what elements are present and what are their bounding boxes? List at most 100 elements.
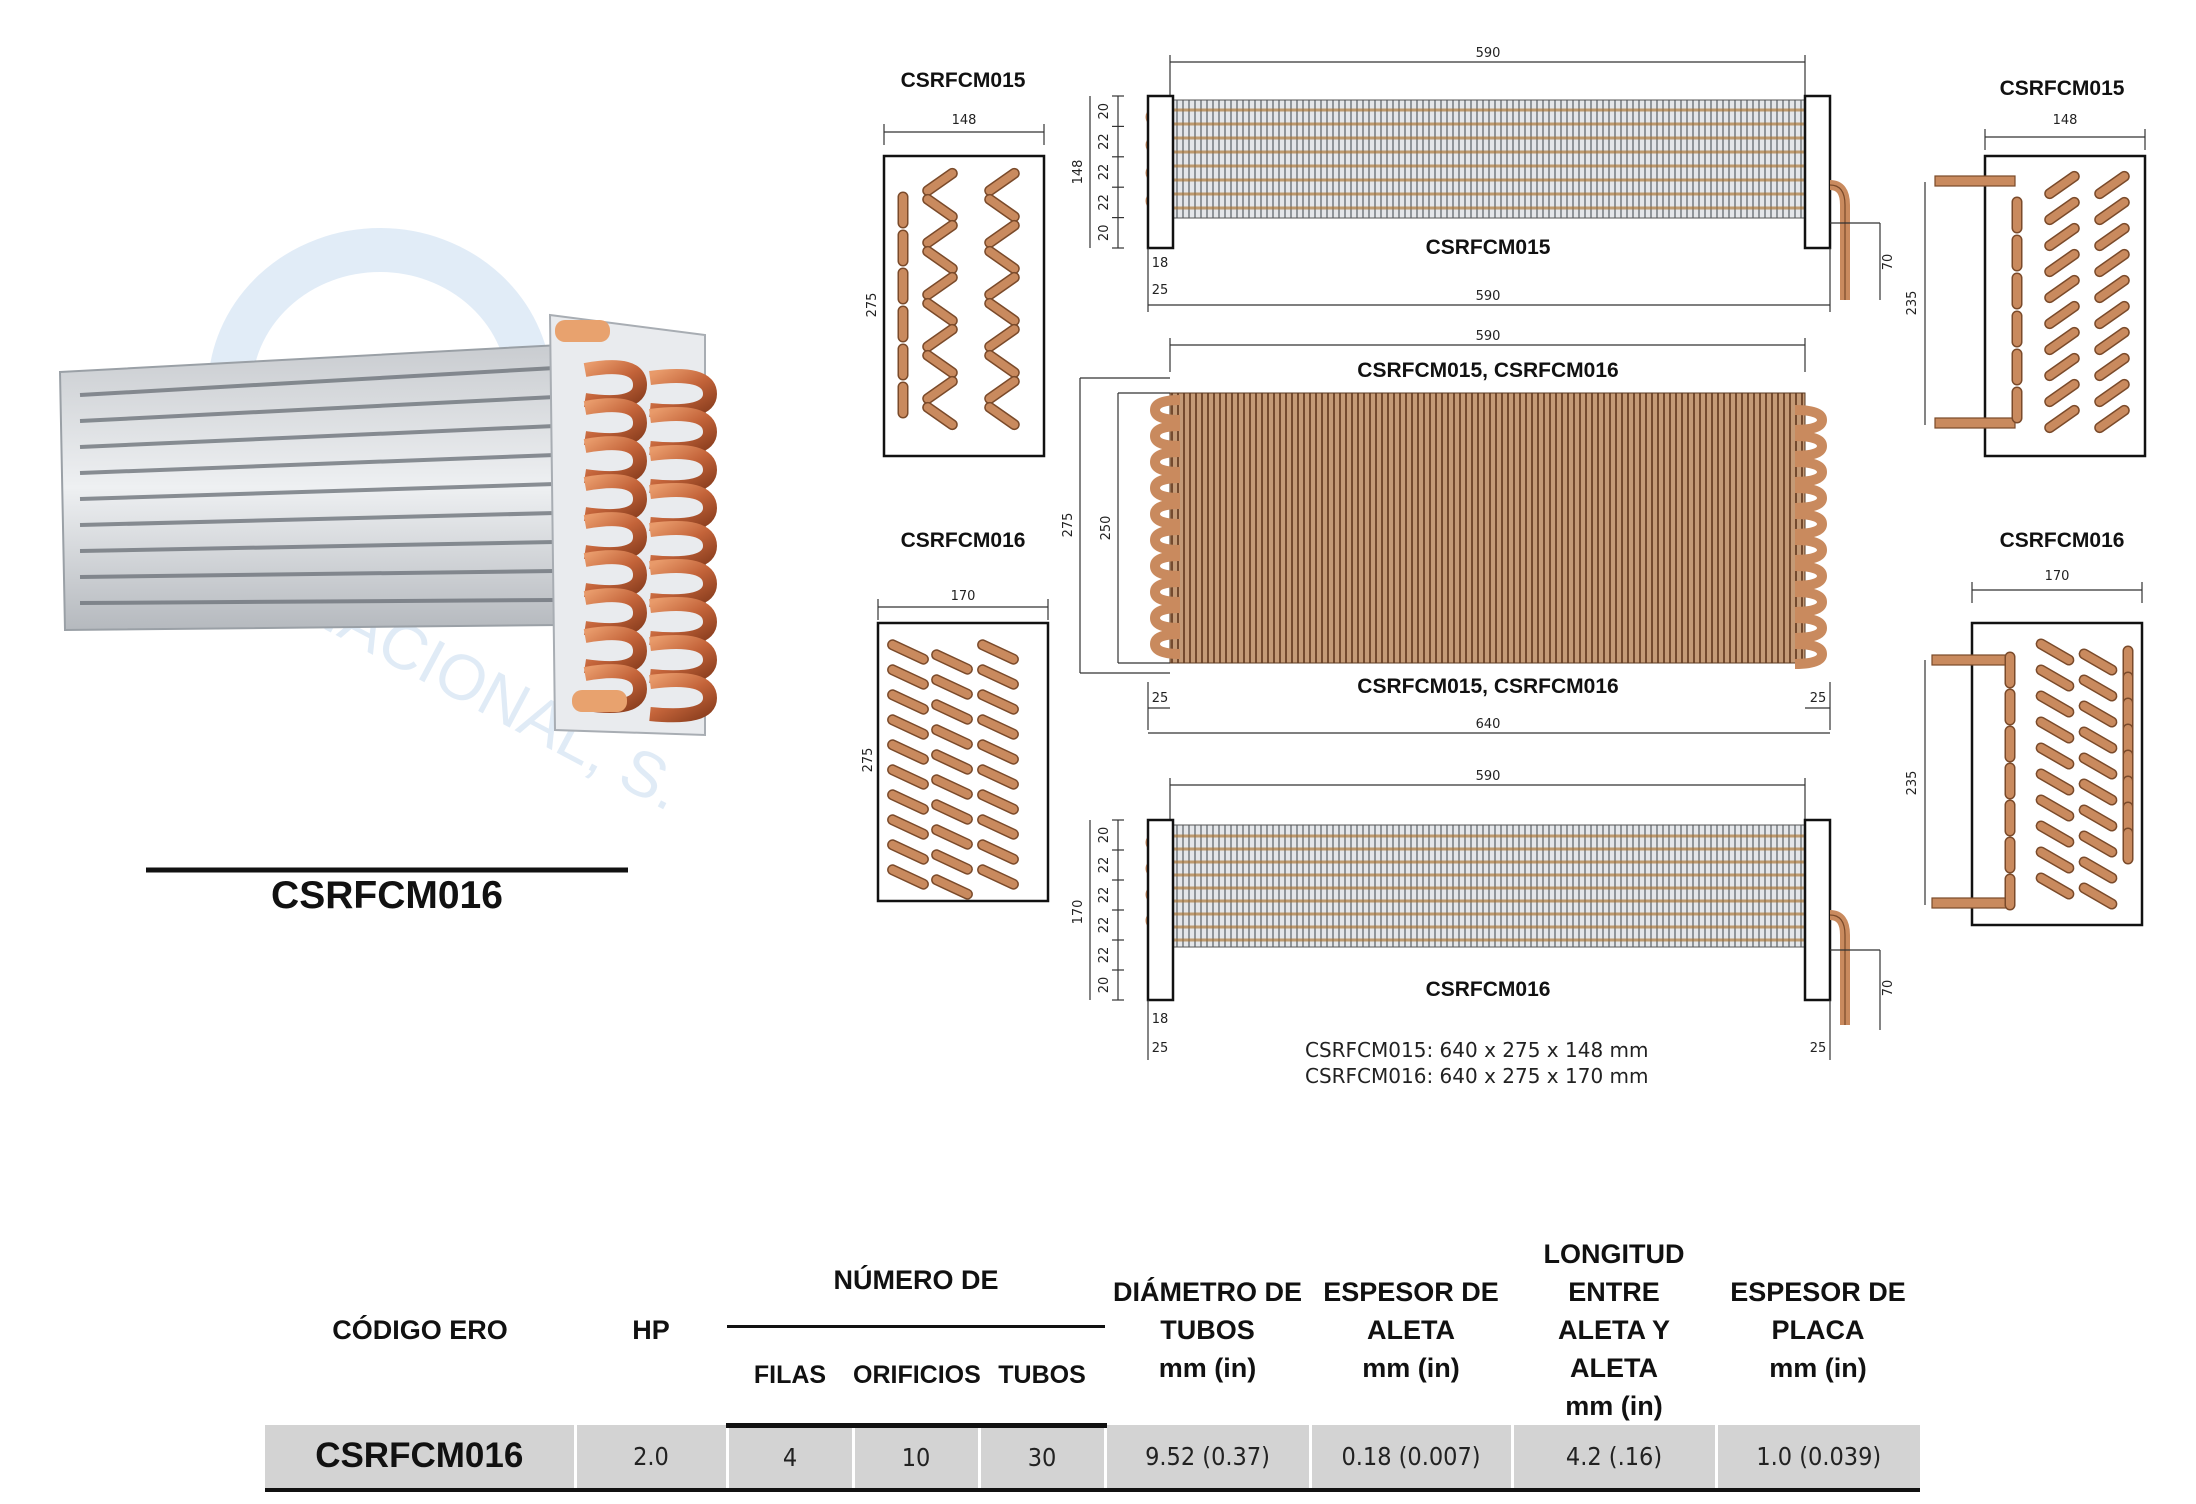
table-row: CSRFCM016 2.0 4 10 30 9.52 (0.37) 0.18 (… xyxy=(265,1425,1921,1492)
tube-hole-fill xyxy=(2095,406,2129,432)
dim-length: 590 xyxy=(1476,46,1501,61)
return-bend xyxy=(1149,551,1181,581)
tube-hole-fill xyxy=(888,665,928,689)
tube-hole-fill xyxy=(923,403,957,429)
tube-hole-fill xyxy=(2037,692,2073,716)
tube-hole-fill xyxy=(2037,718,2073,742)
photo-model-label: CSRFCM016 xyxy=(271,874,503,917)
tube-hole-fill xyxy=(888,740,928,764)
cell-codigo: CSRFCM016 xyxy=(265,1425,575,1492)
tube-hole-fill xyxy=(932,675,972,699)
side-view-left-csrfcm016: CSRFCM016 170 275 xyxy=(861,529,1050,903)
dim-row: 22 xyxy=(1097,917,1112,934)
tube-hole-fill xyxy=(888,865,928,889)
dim-height: 235 xyxy=(1905,291,1920,316)
return-bend xyxy=(1794,431,1828,461)
dim-height: 275 xyxy=(865,293,880,318)
dim-height: 275 xyxy=(861,748,876,773)
return-bend xyxy=(1149,447,1181,477)
tube-holes xyxy=(887,639,1019,900)
tube-hole-fill xyxy=(2095,328,2129,354)
dim-flange: 18 xyxy=(1152,1012,1169,1027)
tube-hole-fill xyxy=(923,221,957,247)
size-note-1: CSRFCM015: 640 x 275 x 148 mm xyxy=(1305,1038,1649,1062)
return-bend xyxy=(1149,577,1181,607)
tube-hole-fill xyxy=(2045,328,2079,354)
tube-hole-fill xyxy=(978,765,1018,789)
tube-hole-fill xyxy=(923,351,957,377)
return-bend xyxy=(1149,421,1181,451)
dim-length: 590 xyxy=(1476,769,1501,784)
dim-row: 22 xyxy=(1097,133,1112,150)
tube-hole-fill xyxy=(932,825,972,849)
pipe-stub xyxy=(555,320,610,342)
tube-hole-fill xyxy=(888,790,928,814)
tube-hole-fill xyxy=(978,790,1018,814)
tube-hole-fill xyxy=(2045,380,2079,406)
dim-row: 20 xyxy=(1097,225,1112,242)
tube-hole-fill xyxy=(985,351,1019,377)
cell-diametro: 9.52 (0.37) xyxy=(1103,1425,1311,1492)
fin-tube xyxy=(79,511,556,527)
tube-hole-fill xyxy=(888,715,928,739)
return-bend xyxy=(1794,639,1828,669)
tube-hole-fill xyxy=(932,750,972,774)
pipe-stub xyxy=(572,690,627,712)
drawing-label: CSRFCM016 xyxy=(1426,978,1551,1001)
tube-hole-fill xyxy=(923,377,957,403)
tube-hole-fill xyxy=(2037,640,2073,664)
return-bend xyxy=(1149,603,1181,633)
tube-hole-fill xyxy=(932,800,972,824)
tube-hole-fill xyxy=(985,403,1019,429)
drawing-label: CSRFCM015 xyxy=(1426,236,1551,259)
tube-hole-fill xyxy=(2095,302,2129,328)
tube-hole-fill xyxy=(923,169,957,195)
cell-tubos: 30 xyxy=(977,1425,1106,1492)
return-bend xyxy=(1149,629,1181,659)
return-bend xyxy=(1149,525,1181,555)
tube-hole-fill xyxy=(932,775,972,799)
fin-tube xyxy=(79,598,556,605)
tube-hole-fill xyxy=(2037,848,2073,872)
tube-hole-fill xyxy=(2095,198,2129,224)
return-bend xyxy=(1794,535,1828,565)
tube-hole-fill xyxy=(2037,770,2073,794)
tube-hole-fill xyxy=(932,850,972,874)
dim-width: 148 xyxy=(2053,113,2078,128)
tube-holes xyxy=(897,167,1020,431)
tube-hole-fill xyxy=(978,840,1018,864)
dim-row: 22 xyxy=(1097,887,1112,904)
size-note-2: CSRFCM016: 640 x 275 x 170 mm xyxy=(1305,1064,1649,1088)
return-bend xyxy=(1794,405,1828,435)
cell-espesor-aleta: 0.18 (0.007) xyxy=(1308,1425,1513,1492)
tube-hole-fill xyxy=(985,273,1019,299)
dim-row: 22 xyxy=(1097,857,1112,874)
header-tubos: TUBOS xyxy=(979,1326,1106,1428)
dim-row: 20 xyxy=(1097,977,1112,994)
dim-row: 20 xyxy=(1097,103,1112,120)
tube-hole-fill xyxy=(2037,822,2073,846)
tube-hole-fill xyxy=(978,740,1018,764)
dim-width: 170 xyxy=(951,589,976,604)
header-numero-de: NÚMERO DE xyxy=(727,1235,1106,1329)
drawing-label-bottom: CSRFCM015, CSRFCM016 xyxy=(1357,675,1618,698)
dim-offset: 25 xyxy=(1152,1041,1169,1056)
tube-hole-fill xyxy=(923,299,957,325)
tube-hole-fill xyxy=(2045,354,2079,380)
fin-tube xyxy=(79,424,556,449)
tube-hole-fill xyxy=(985,169,1019,195)
header-orificios: ORIFICIOS xyxy=(853,1326,981,1428)
return-bend xyxy=(1149,499,1181,529)
tube-hole-fill xyxy=(978,690,1018,714)
tube-hole-fill xyxy=(888,640,928,664)
fin-tube xyxy=(79,453,556,475)
dim-height: 235 xyxy=(1905,771,1920,796)
tube-hole-fill xyxy=(978,865,1018,889)
dim-row: 22 xyxy=(1097,947,1112,964)
dim-height-inner: 250 xyxy=(1099,516,1114,541)
tube-hole-fill xyxy=(932,650,972,674)
